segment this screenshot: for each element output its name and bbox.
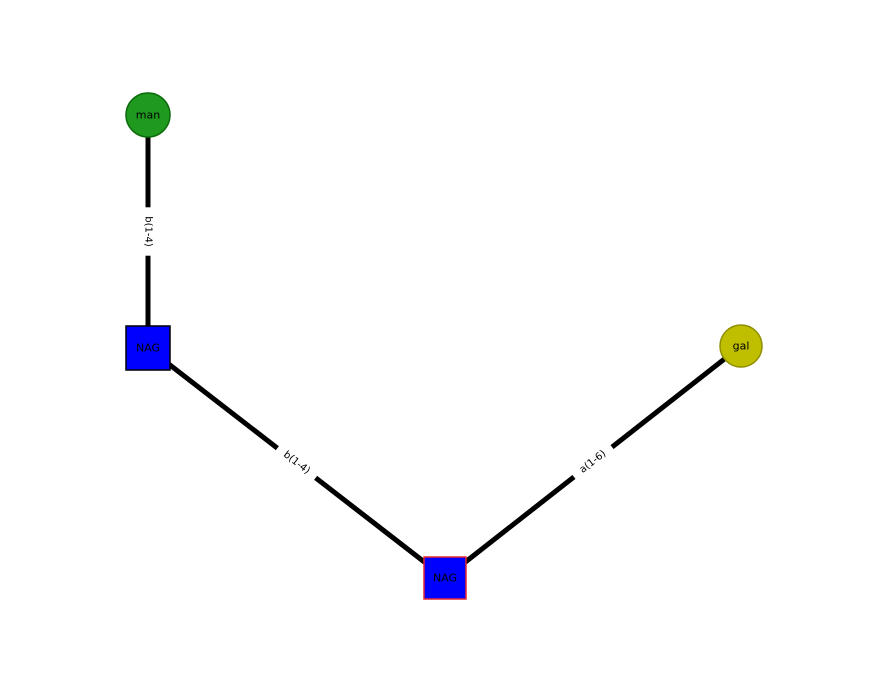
node-nag-2: [423, 556, 467, 600]
edge-label-nag-1-nag-2: b(1-4): [272, 441, 321, 485]
edge-label-man-nag-1: b(1-4): [139, 207, 157, 256]
node-man: [125, 92, 171, 138]
node-label-nag-2: NAG: [433, 572, 457, 585]
edge-label-nag-2-gal: a(1-6): [568, 440, 618, 484]
node-label-gal: gal: [733, 340, 750, 353]
node-gal: [719, 324, 763, 368]
node-label-nag-1: NAG: [136, 342, 160, 355]
node-label-man: man: [136, 109, 160, 122]
svg-text:b(1-4): b(1-4): [143, 216, 154, 247]
node-nag-1: [125, 325, 171, 371]
